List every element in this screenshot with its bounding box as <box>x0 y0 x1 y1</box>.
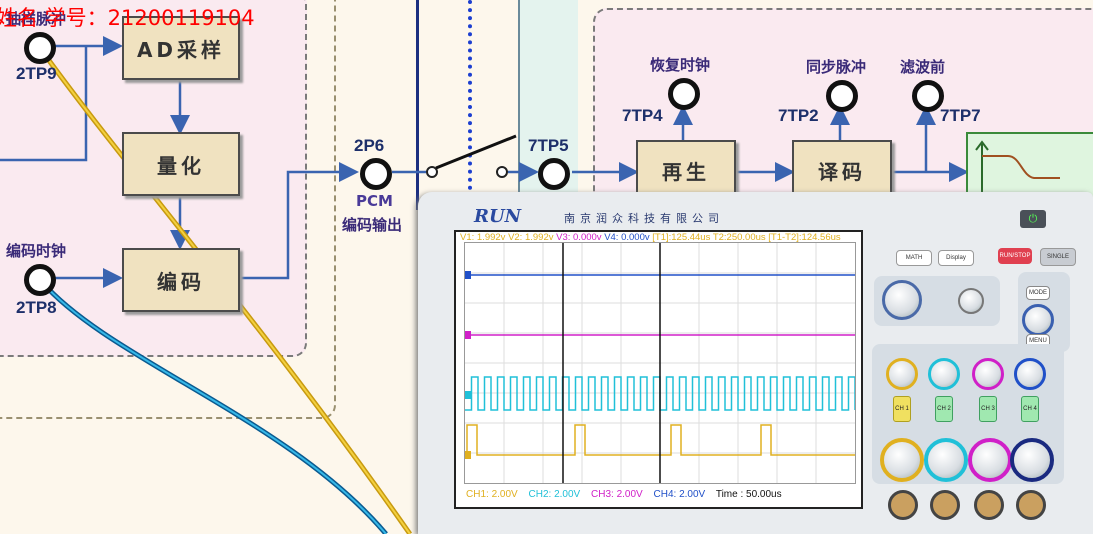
horizontal-scale-knob[interactable] <box>958 288 984 314</box>
channel-scale-footer: CH1: 2.00V CH2: 2.00V CH3: 2.00V CH4: 2.… <box>466 489 782 500</box>
testpoint-2p6[interactable] <box>360 158 392 190</box>
ch1-button[interactable]: CH 1 <box>893 396 911 422</box>
mode-button[interactable]: MODE <box>1026 286 1050 300</box>
encode-clock-label: 编码时钟 <box>6 242 67 260</box>
multipurpose-knob[interactable] <box>1022 304 1054 336</box>
decode-block: 译码 <box>792 140 892 200</box>
scope-screen: V1: 1.992v V2: 1.992v V3: 0.000v V4: 0.0… <box>454 230 863 509</box>
ch3-button[interactable]: CH 3 <box>979 396 997 422</box>
filter-response-icon <box>975 140 1060 192</box>
ch1-input-connector[interactable] <box>888 490 918 520</box>
company-name: 南京润众科技有限公司 <box>564 212 724 225</box>
testpoint-label: 7TP2 <box>778 106 819 125</box>
pre-filter-label: 滤波前 <box>900 58 946 76</box>
testpoint-label: 2P6 <box>354 136 385 155</box>
waveform-canvas <box>465 243 856 483</box>
testpoint-label: 2TP9 <box>16 64 57 83</box>
power-button[interactable]: ⏻ <box>1020 210 1046 228</box>
ch4-position-knob[interactable] <box>1014 358 1046 390</box>
filter-block <box>966 132 1093 200</box>
testpoint-7tp5[interactable] <box>538 158 570 190</box>
sample-pulse-label: 抽样脉冲 <box>6 10 67 28</box>
single-button[interactable]: SINGLE <box>1040 248 1076 266</box>
quantize-block: 量化 <box>122 132 240 196</box>
ch1-scale-knob[interactable] <box>880 438 924 482</box>
math-button[interactable]: MATH <box>896 250 932 266</box>
pcm-output-label: 编码输出 <box>342 216 403 234</box>
run-stop-button[interactable]: RUN/STOP <box>998 248 1032 264</box>
testpoint-2tp8[interactable] <box>24 264 56 296</box>
recover-clock-label: 恢复时钟 <box>650 56 711 74</box>
ch3-position-knob[interactable] <box>972 358 1004 390</box>
testpoint-label: 7TP5 <box>528 136 569 155</box>
ch4-input-connector[interactable] <box>1016 490 1046 520</box>
ad-sample-block: AD采样 <box>122 16 240 80</box>
display-button[interactable]: Display <box>938 250 974 266</box>
ch2-scale-knob[interactable] <box>924 438 968 482</box>
waveform-plot <box>464 242 856 484</box>
oscilloscope: RUN 南京润众科技有限公司 ⏻ V1: 1.992v V2: 1.992v V… <box>418 192 1093 534</box>
ch3-scale-knob[interactable] <box>968 438 1012 482</box>
sync-pulse-label: 同步脉冲 <box>806 58 867 76</box>
testpoint-label: 7TP4 <box>622 106 663 125</box>
ch1-position-knob[interactable] <box>886 358 918 390</box>
regenerate-block: 再生 <box>636 140 736 200</box>
brand-logo: RUN <box>474 206 522 227</box>
testpoint-label: 7TP7 <box>940 106 981 125</box>
encode-block: 编码 <box>122 248 240 312</box>
testpoint-2tp9[interactable] <box>24 32 56 64</box>
testpoint-label: 2TP8 <box>16 298 57 317</box>
pcm-label: PCM <box>356 192 393 210</box>
testpoint-7tp4[interactable] <box>668 78 700 110</box>
ch2-input-connector[interactable] <box>930 490 960 520</box>
ch2-position-knob[interactable] <box>928 358 960 390</box>
horizontal-position-knob[interactable] <box>882 280 922 320</box>
outer-encoder-region <box>0 0 336 419</box>
ch4-scale-knob[interactable] <box>1010 438 1054 482</box>
ch2-button[interactable]: CH 2 <box>935 396 953 422</box>
testpoint-7tp7[interactable] <box>912 80 944 112</box>
ch3-input-connector[interactable] <box>974 490 1004 520</box>
dotted-line <box>468 0 472 190</box>
cursor-readout: V1: 1.992v V2: 1.992v V3: 0.000v V4: 0.0… <box>460 232 841 243</box>
divider-line <box>416 0 419 210</box>
divider-line <box>518 0 520 210</box>
ch4-button[interactable]: CH 4 <box>1021 396 1039 422</box>
student-info: 姓名 学号：21200119104 <box>0 6 255 30</box>
testpoint-7tp2[interactable] <box>826 80 858 112</box>
